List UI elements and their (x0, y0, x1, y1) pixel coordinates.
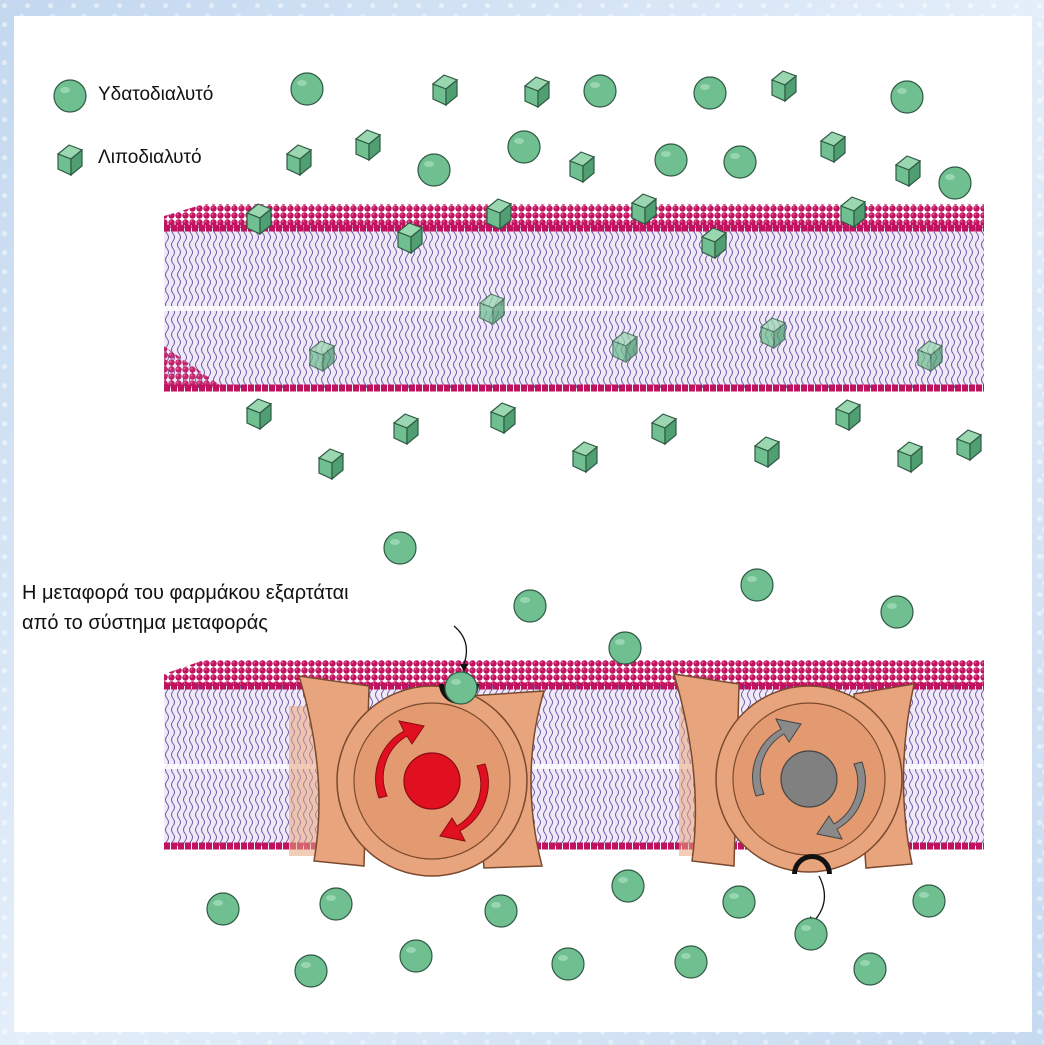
caption-line-2: από το σύστημα μεταφοράς (22, 608, 349, 638)
legend-water-soluble-label: Υδατοδιαλυτό (98, 84, 213, 106)
lipid-soluble-molecule (573, 442, 597, 472)
lipid-soluble-molecule (433, 75, 457, 105)
water-soluble-molecule (291, 73, 323, 105)
lipid-soluble-molecule (957, 430, 981, 460)
water-soluble-molecule (723, 886, 755, 918)
pointer-arrow (454, 626, 466, 664)
water-soluble-molecule (795, 918, 827, 950)
water-soluble-molecule (939, 167, 971, 199)
top-membrane (164, 204, 984, 388)
carrier-protein-inactive (674, 674, 914, 874)
lipid-soluble-molecule (394, 414, 418, 444)
lipid-soluble-molecule (491, 403, 515, 433)
water-soluble-molecule (881, 596, 913, 628)
legend-lipid-soluble-icon (58, 145, 82, 175)
pointer-arrow (814, 876, 824, 921)
lipid-soluble-molecule (772, 71, 796, 101)
water-soluble-molecule (445, 672, 477, 704)
water-soluble-molecule (854, 953, 886, 985)
lipid-soluble-molecule (898, 442, 922, 472)
water-soluble-molecule (741, 569, 773, 601)
water-soluble-molecule (913, 885, 945, 917)
water-soluble-molecule (384, 532, 416, 564)
water-soluble-molecule (508, 131, 540, 163)
water-soluble-molecule (207, 893, 239, 925)
water-soluble-molecule (612, 870, 644, 902)
lipid-soluble-molecule (319, 449, 343, 479)
water-soluble-molecule (418, 154, 450, 186)
lipid-soluble-molecule (821, 132, 845, 162)
legend-lipid-soluble-label: Λιποδιαλυτό (98, 147, 202, 169)
water-soluble-molecule (655, 144, 687, 176)
water-soluble-molecule (320, 888, 352, 920)
lipid-soluble-molecule (652, 414, 676, 444)
water-soluble-molecule (675, 946, 707, 978)
water-soluble-molecule (400, 940, 432, 972)
lipid-soluble-molecule (525, 77, 549, 107)
water-soluble-molecule (295, 955, 327, 987)
diagram-panel: Υδατοδιαλυτό Λιποδιαλυτό Η μεταφορά του … (14, 16, 1032, 1032)
water-soluble-molecule (485, 895, 517, 927)
lipid-soluble-molecule (570, 152, 594, 182)
water-soluble-molecule (609, 632, 641, 664)
water-soluble-molecule (514, 590, 546, 622)
water-soluble-molecule (552, 948, 584, 980)
water-soluble-molecule (891, 81, 923, 113)
lipid-soluble-molecule (755, 437, 779, 467)
inactive-center (781, 751, 837, 807)
lipid-soluble-molecule (247, 399, 271, 429)
transport-caption: Η μεταφορά του φαρμάκου εξαρτάται από το… (22, 578, 349, 638)
water-soluble-molecule (724, 146, 756, 178)
water-soluble-molecule (694, 77, 726, 109)
lipid-soluble-molecule (836, 400, 860, 430)
caption-line-1: Η μεταφορά του φαρμάκου εξαρτάται (22, 578, 349, 608)
water-soluble-molecule (584, 75, 616, 107)
lipid-soluble-molecule (287, 145, 311, 175)
active-center (404, 753, 460, 809)
legend-water-soluble-icon (54, 80, 86, 112)
lipid-soluble-molecule (356, 130, 380, 160)
lipid-soluble-molecule (896, 156, 920, 186)
carrier-protein-active (289, 676, 544, 876)
